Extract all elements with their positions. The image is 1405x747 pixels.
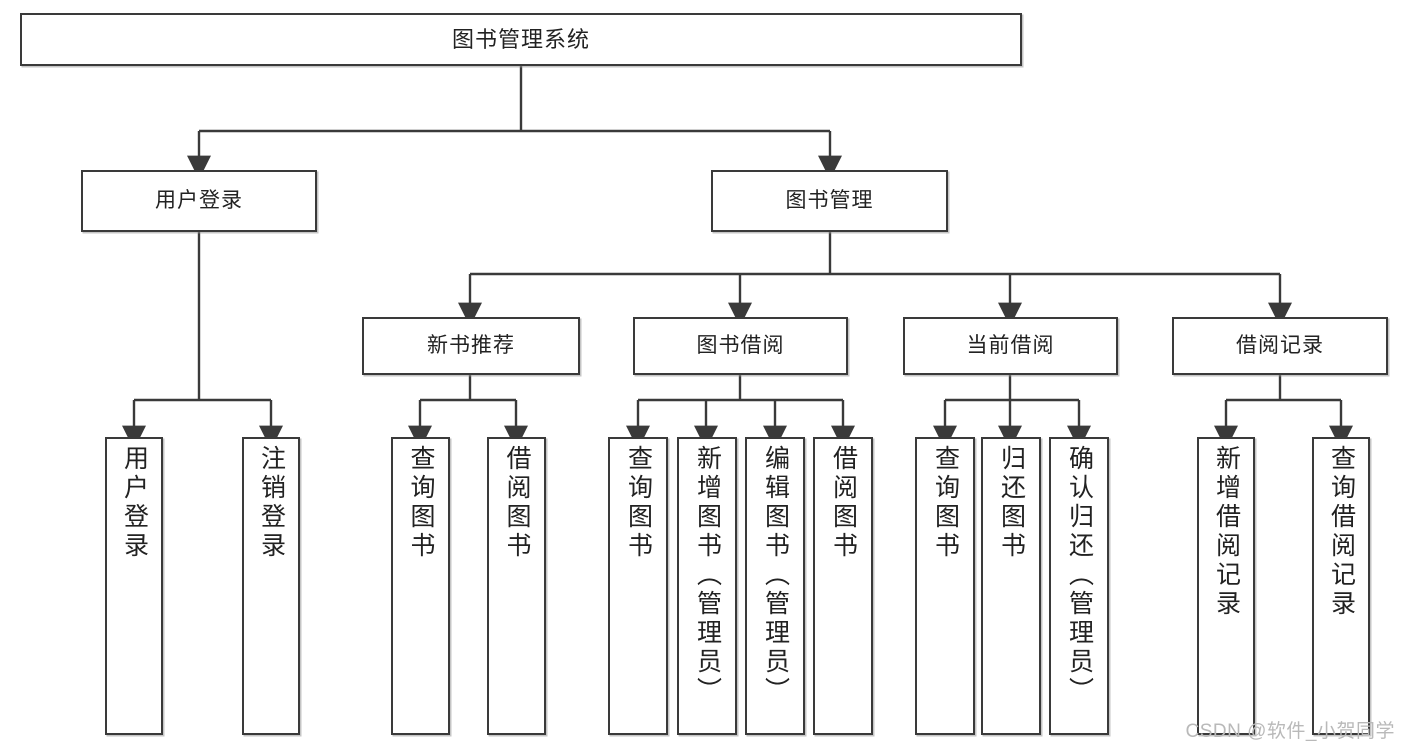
node-book-manage[interactable]: 图书管理 [711,170,948,232]
node-label: 用户登录 [120,445,149,561]
node-label: 新增借阅记录 [1212,445,1241,619]
leaf-edit-book[interactable]: 编辑图书（管理员） [745,437,805,735]
leaf-borrow-book[interactable]: 借阅图书 [813,437,873,735]
node-label: 确认归还（管理员） [1065,445,1094,706]
node-label: 注销登录 [257,445,286,561]
node-label: 图书管理系统 [451,26,590,52]
leaf-confirm-return[interactable]: 确认归还（管理员） [1049,437,1109,735]
node-label: 查询借阅记录 [1327,445,1356,619]
node-label: 编辑图书（管理员） [761,445,790,706]
node-new-book-recommend[interactable]: 新书推荐 [362,317,580,375]
node-label: 新增图书（管理员） [693,445,722,706]
node-root-book-management-system[interactable]: 图书管理系统 [20,13,1022,66]
node-current-borrow[interactable]: 当前借阅 [903,317,1118,375]
node-label: 借阅图书 [829,445,858,561]
leaf-add-book[interactable]: 新增图书（管理员） [677,437,737,735]
node-label: 查询图书 [407,445,435,561]
node-label: 图书管理 [785,188,874,212]
leaf-query-book-borrow[interactable]: 查询图书 [608,437,668,735]
leaf-logout-login[interactable]: 注销登录 [242,437,300,735]
leaf-query-borrow-record[interactable]: 查询借阅记录 [1312,437,1370,735]
node-book-borrow[interactable]: 图书借阅 [633,317,848,375]
node-label: 新书推荐 [427,333,515,357]
node-borrow-record[interactable]: 借阅记录 [1172,317,1388,375]
csdn-watermark: CSDN @软件_小贺同学 [1185,721,1395,742]
node-label: 查询图书 [931,445,960,561]
node-label: 当前借阅 [966,333,1055,357]
leaf-return-book[interactable]: 归还图书 [981,437,1041,735]
node-label: 图书借阅 [696,333,785,357]
node-label: 用户登录 [155,188,243,212]
node-label: 借阅图书 [503,445,531,561]
node-label: 查询图书 [624,445,653,561]
node-user-login[interactable]: 用户登录 [81,170,317,232]
node-label: 借阅记录 [1236,333,1324,357]
leaf-add-borrow-record[interactable]: 新增借阅记录 [1197,437,1255,735]
leaf-query-book-current[interactable]: 查询图书 [915,437,975,735]
leaf-query-book-recommend[interactable]: 查询图书 [391,437,450,735]
node-label: 归还图书 [997,445,1026,561]
leaf-user-login[interactable]: 用户登录 [105,437,163,735]
leaf-borrow-book-recommend[interactable]: 借阅图书 [487,437,546,735]
